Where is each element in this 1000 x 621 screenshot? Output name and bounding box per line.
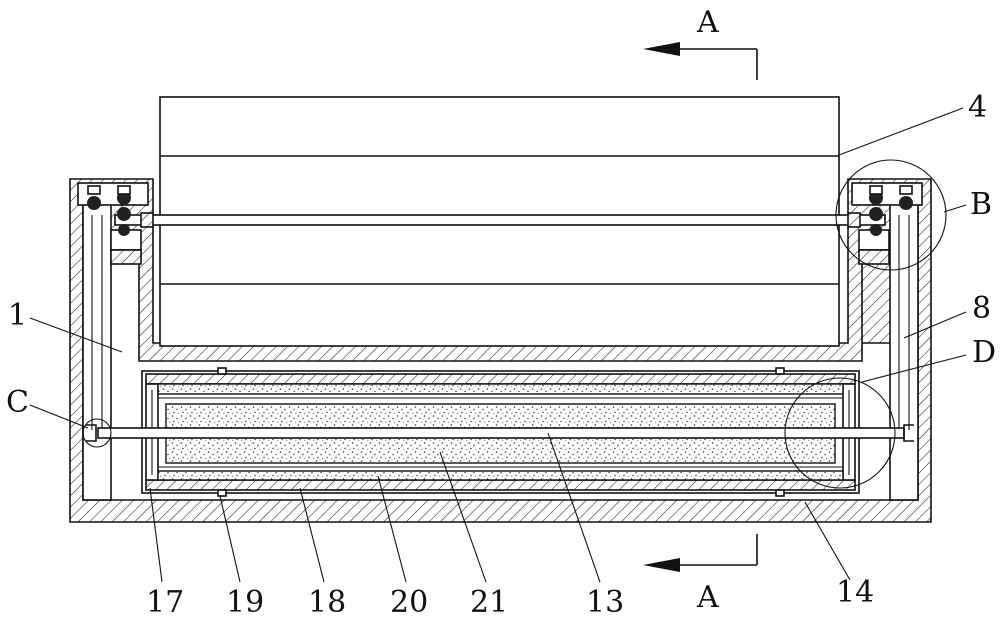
label-detail-c: C (6, 385, 29, 420)
right-gears (869, 185, 913, 236)
bearings (217, 367, 785, 497)
left-channel (77, 182, 149, 501)
upper-rod (114, 212, 886, 228)
section-label-bottom: A (696, 580, 719, 615)
label-detail-d: D (972, 335, 996, 370)
lower-rod (86, 424, 914, 442)
label-part-19: 19 (226, 585, 264, 620)
label-part-20: 20 (390, 585, 428, 620)
section-marker-bottom (643, 534, 758, 572)
label-part-18: 18 (308, 585, 346, 620)
label-part-13: 13 (586, 585, 624, 620)
left-gears (87, 185, 131, 236)
section-label-top: A (696, 5, 719, 40)
leader-lines (29, 107, 967, 583)
label-part-4: 4 (968, 90, 987, 125)
section-marker-top (643, 42, 758, 80)
label-detail-b: B (970, 187, 992, 222)
label-part-21: 21 (470, 585, 508, 620)
label-part-1: 1 (8, 298, 27, 333)
label-part-14: 14 (836, 575, 874, 610)
label-part-8: 8 (972, 291, 991, 326)
detail-circles (82, 159, 947, 489)
label-part-17: 17 (146, 585, 184, 620)
